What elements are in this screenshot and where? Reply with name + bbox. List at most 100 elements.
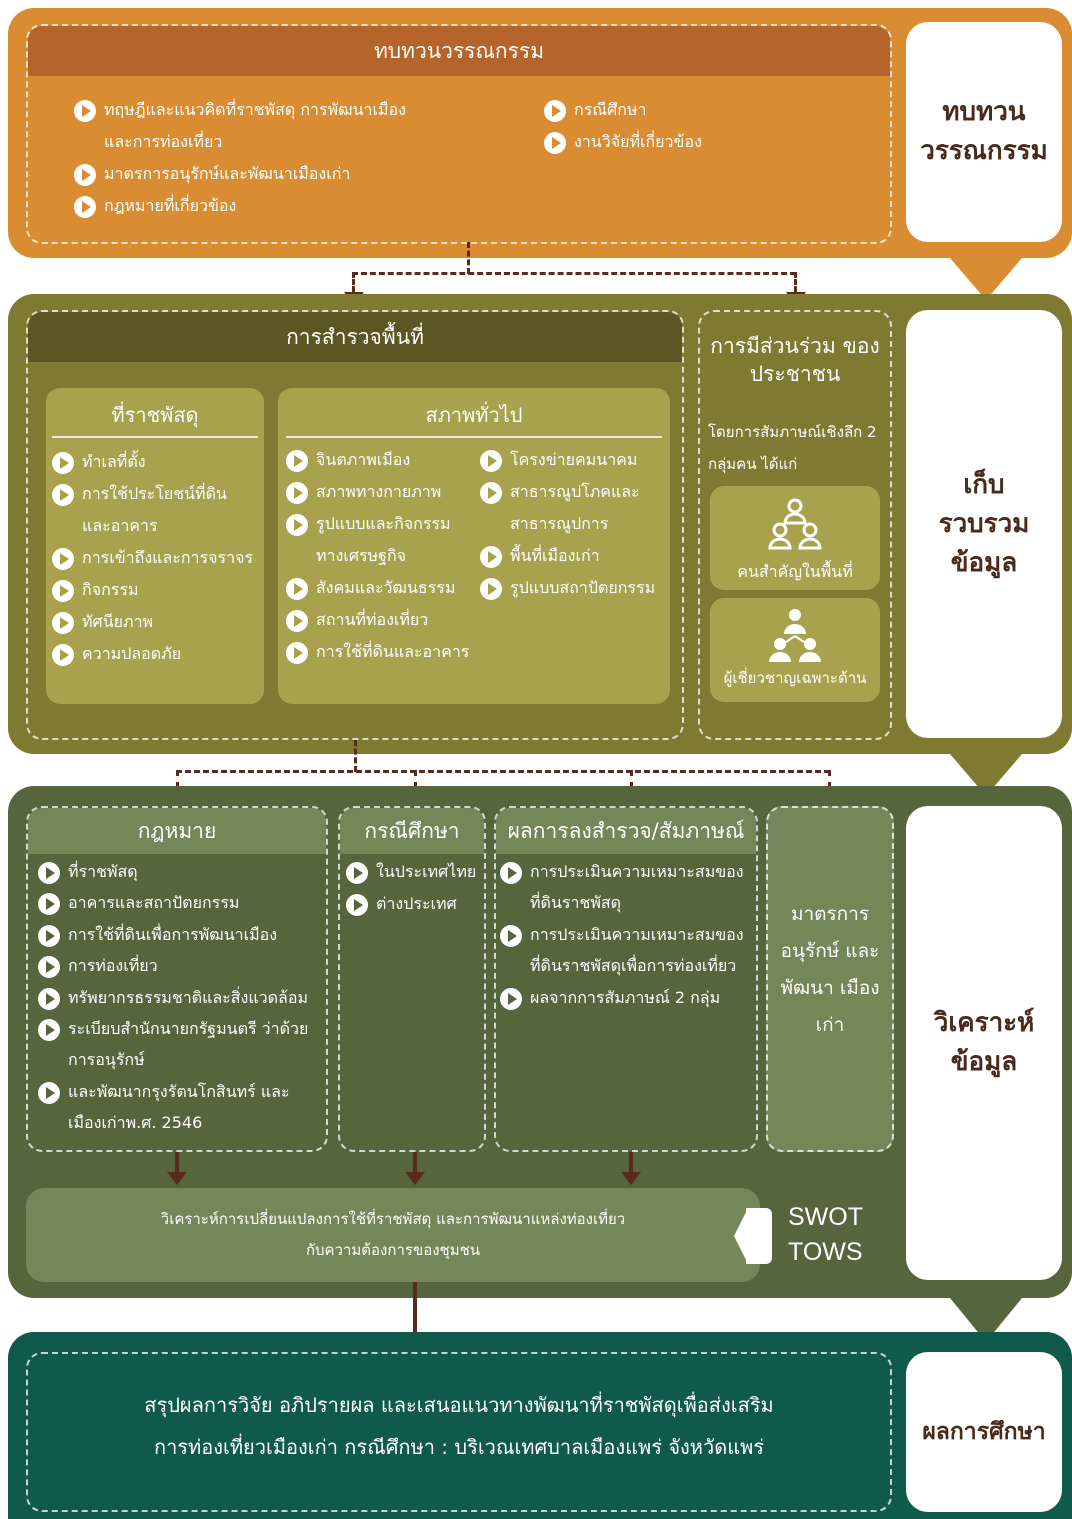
review-frame: ทบทวนวรรณกรรม: [26, 24, 892, 244]
connector-line: [630, 770, 633, 788]
list-item: ความปลอดภัย: [52, 638, 264, 670]
play-bullet-icon: [38, 862, 60, 884]
expert-group-icon: [769, 609, 821, 662]
list-item: การประเมินความเหมาะสมของ: [500, 856, 758, 887]
general-right-list: โครงข่ายคมนาคม สาธารณูปโภคและ สาธารณูปกา…: [480, 444, 670, 604]
arrow-down-icon: [167, 1172, 187, 1185]
list-item: ระเบียบสำนักนายกรัฐมนตรี ว่าด้วย: [38, 1013, 328, 1044]
survey-result-frame: ผลการลงสำรวจ/สัมภาษณ์: [494, 806, 758, 1152]
list-item: สภาพทางกายภาพ: [286, 476, 476, 508]
arrow-line: [175, 1152, 179, 1174]
stage-down-arrow-icon: [950, 258, 1022, 300]
divider: [286, 436, 662, 438]
play-bullet-icon: [286, 482, 308, 504]
play-bullet-icon: [74, 164, 96, 186]
list-item: กรณีศึกษา: [544, 94, 864, 126]
arrow-line: [629, 1152, 633, 1174]
group-label-local: คนสำคัญในพื้นที่: [737, 562, 853, 581]
play-bullet-icon: [52, 484, 74, 506]
land-card: [46, 388, 264, 704]
swot-text: SWOT: [788, 1203, 863, 1231]
measure-text: มาตรการ อนุรักษ์ และพัฒนา เมืองเก่า: [780, 903, 880, 1036]
play-bullet-icon: [286, 642, 308, 664]
list-item: ที่ดินราชพัสดุ: [530, 893, 622, 913]
list-item: การประเมินความเหมาะสมของ: [500, 919, 758, 950]
play-bullet-icon: [544, 132, 566, 154]
play-bullet-icon: [286, 450, 308, 472]
result-frame: [26, 1352, 892, 1512]
list-item: พื้นที่เมืองเก่า: [480, 540, 670, 572]
connector-line: [352, 272, 355, 292]
play-bullet-icon: [38, 893, 60, 916]
law-frame: กฎหมาย: [26, 806, 328, 1152]
list-item: สาธารณูปโภคและ: [480, 476, 670, 508]
divider: [52, 436, 258, 438]
play-bullet-icon: [286, 514, 308, 536]
review-header: ทบทวนวรรณกรรม: [28, 26, 890, 76]
participation-frame: [698, 310, 892, 740]
list-item: การใช้ที่ดินและอาคาร: [286, 636, 476, 668]
arrow-line: [413, 1282, 417, 1338]
people-group-icon: [768, 498, 822, 550]
play-bullet-icon: [480, 578, 502, 600]
list-item: โครงข่ายคมนาคม: [480, 444, 670, 476]
connector-line: [828, 770, 831, 788]
list-item: การใช้ที่ดินเพื่อการพัฒนาเมือง: [38, 919, 328, 950]
list-item: รูปแบบสถาปัตยกรรม: [480, 572, 670, 604]
general-left-list: จินตภาพเมือง สภาพทางกายภาพ รูปแบบและกิจก…: [286, 444, 476, 668]
measure-frame: [766, 806, 894, 1152]
case-list: ในประเทศไทย ต่างประเทศ: [346, 856, 486, 920]
participation-header: การมีส่วนร่วม ของประชาชน: [710, 334, 880, 387]
play-bullet-icon: [286, 610, 308, 632]
review-header-text: ทบทวนวรรณกรรม: [373, 38, 545, 63]
connector-line: [176, 770, 830, 773]
play-bullet-icon: [286, 578, 308, 600]
connector-line: [467, 242, 470, 274]
play-bullet-icon: [480, 546, 502, 568]
result-band: [8, 1332, 1072, 1519]
arrow-line: [413, 1152, 417, 1174]
list-item: ผลจากการสัมภาษณ์ 2 กลุ่ม: [500, 982, 758, 1013]
list-item: ทางเศรษฐกิจ: [316, 546, 406, 565]
synthesis-box: วิเคราะห์การเปลี่ยนแปลงการใช้ที่ราชพัสดุ…: [26, 1188, 760, 1282]
case-header: กรณีศึกษา: [340, 808, 484, 854]
law-header: กฎหมาย: [28, 808, 326, 854]
stage-label-analyze: วิเคราะห์ ข้อมูล: [906, 806, 1062, 1280]
list-item: ต่างประเทศ: [346, 888, 486, 920]
stage-label-collect: เก็บรวบรวม ข้อมูล: [906, 310, 1062, 738]
stage-label-result: ผลการศึกษา: [906, 1352, 1062, 1512]
list-item: ที่ราชพัสดุ: [38, 856, 328, 887]
participation-desc: โดยการสัมภาษณ์เชิงลึก 2 กลุ่มคน ได้แก่: [708, 423, 877, 473]
synthesis-line-1: วิเคราะห์การเปลี่ยนแปลงการใช้ที่ราชพัสดุ…: [160, 1210, 626, 1228]
list-item: ทฤษฎีและแนวคิดที่ราชพัสดุ การพัฒนาเมือง: [74, 94, 504, 126]
list-item: การท่องเที่ยว: [38, 950, 328, 981]
tows-text: TOWS: [788, 1238, 863, 1266]
play-bullet-icon: [544, 100, 566, 122]
list-item: อาคารและสถาปัตยกรรม: [38, 887, 328, 918]
list-item: ที่ดินราชพัสดุเพื่อการท่องเที่ยว: [530, 956, 737, 976]
play-bullet-icon: [480, 482, 502, 504]
list-item: การอนุรักษ์: [68, 1050, 145, 1070]
play-bullet-icon: [346, 894, 368, 916]
list-item: การใช้ประโยชน์ที่ดิน: [52, 478, 264, 510]
list-item: และการท่องเที่ยว: [104, 132, 223, 151]
list-item: การเข้าถึงและการจราจร: [52, 542, 264, 574]
case-frame: กรณีศึกษา: [338, 806, 486, 1152]
synthesis-line-2: กับความต้องการของชุมชน: [305, 1241, 481, 1259]
list-item: และพัฒนากรุงรัตนโกสินทร์ และ: [38, 1076, 328, 1107]
list-item: สถานที่ท่องเที่ยว: [286, 604, 476, 636]
play-bullet-icon: [38, 956, 60, 979]
play-bullet-icon: [500, 862, 522, 884]
list-item: มาตรการอนุรักษ์และพัฒนาเมืองเก่า: [74, 158, 504, 190]
land-header: ที่ราชพัสดุ: [111, 403, 199, 427]
play-bullet-icon: [52, 612, 74, 634]
play-bullet-icon: [38, 1019, 60, 1042]
review-left-list: ทฤษฎีและแนวคิดที่ราชพัสดุ การพัฒนาเมือง …: [74, 94, 504, 222]
list-item: กิจกรรม: [52, 574, 264, 606]
swot-label: SWOT TOWS: [788, 1200, 863, 1270]
list-item: ในประเทศไทย: [346, 856, 486, 888]
play-bullet-icon: [500, 987, 522, 1010]
arrow-down-icon: [405, 1172, 425, 1185]
list-item: และอาคาร: [82, 516, 158, 535]
group-card-local: [710, 486, 880, 590]
